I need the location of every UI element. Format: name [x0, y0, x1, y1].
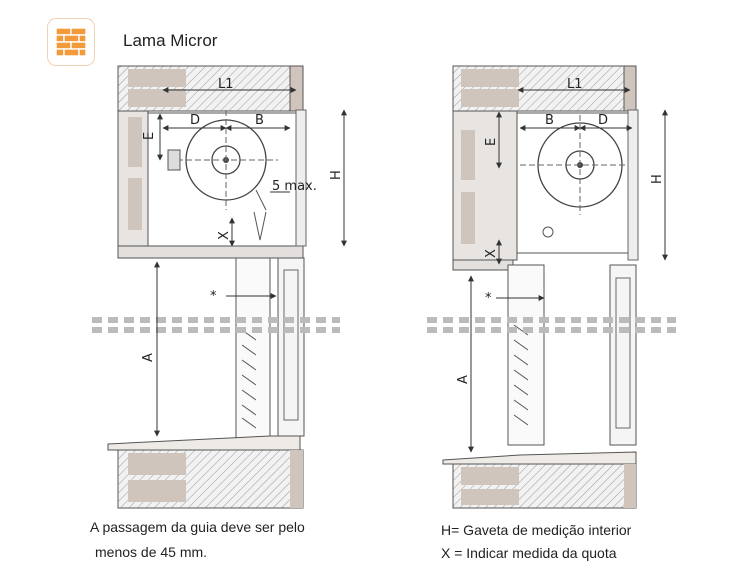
label-x-right: X — [484, 249, 499, 258]
caption-right-line2: X = Indicar medida da quota — [441, 545, 617, 561]
label-l1-left: L1 — [218, 77, 234, 92]
brick-wall-icon — [47, 18, 95, 66]
label-a-right: A — [456, 375, 471, 384]
label-star-left: * — [210, 289, 217, 304]
label-x-left: X — [217, 231, 232, 240]
label-h-left: H — [329, 170, 344, 180]
label-e-right: E — [484, 138, 499, 146]
label-star-right: * — [485, 291, 492, 306]
label-h-right: H — [650, 174, 665, 184]
right-diagram: L1 B D E H X * A — [427, 65, 676, 509]
caption-right-line1: H= Gaveta de medição interior — [441, 522, 632, 538]
label-5max-left: 5 max. — [272, 179, 317, 194]
page-title: Lama Micror — [123, 31, 218, 50]
label-b-right: B — [545, 113, 554, 128]
caption-left-line2: menos de 45 mm. — [95, 544, 208, 560]
label-l1-right: L1 — [567, 77, 583, 92]
label-d-right: D — [598, 113, 608, 128]
caption-left-line1: A passagem da guia deve ser pelo — [90, 519, 305, 535]
label-a-left: A — [141, 353, 156, 362]
label-d-left: D — [190, 113, 200, 128]
left-diagram: L1 D B E H 5 max. X * A — [92, 65, 347, 509]
label-b-left: B — [255, 113, 264, 128]
label-e-left: E — [142, 132, 157, 140]
